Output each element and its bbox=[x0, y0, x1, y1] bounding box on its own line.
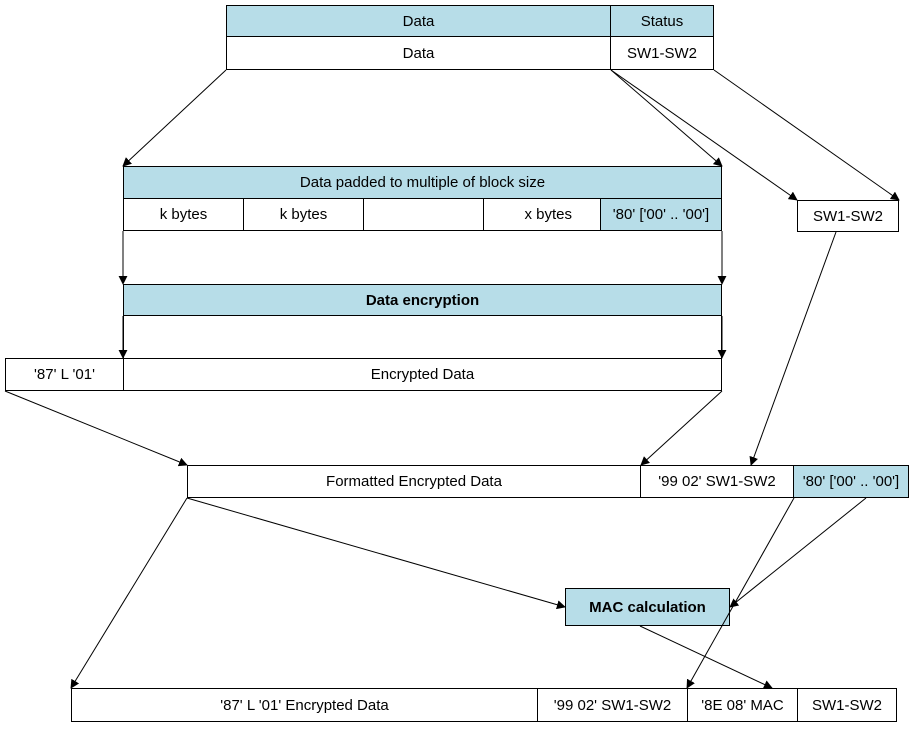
final-mac: '8E 08' MAC bbox=[687, 688, 798, 722]
final-status-object: '99 02' SW1-SW2 bbox=[537, 688, 688, 722]
arrow-status-copy-to-formatted bbox=[749, 231, 837, 466]
arrow-formatted-to-final bbox=[70, 497, 188, 689]
response-data-header: Data bbox=[226, 5, 611, 37]
arrow-mac-to-final bbox=[639, 625, 773, 689]
data-encryption-body bbox=[123, 315, 722, 359]
response-data-cell: Data bbox=[226, 36, 611, 70]
arrow-formatted-to-mac bbox=[186, 497, 566, 610]
formatted-encrypted-data: Formatted Encrypted Data bbox=[187, 465, 641, 498]
padded-block-x: x bytes bbox=[483, 198, 601, 231]
padded-block-3 bbox=[363, 198, 484, 231]
arrow-encrypted-to-formatted-left bbox=[4, 390, 188, 467]
status-copy: SW1-SW2 bbox=[797, 200, 899, 232]
padding-bytes: '80' ['00' .. '00'] bbox=[600, 198, 722, 231]
padded-data-header: Data padded to multiple of block size bbox=[123, 166, 722, 199]
formatted-padding: '80' ['00' .. '00'] bbox=[793, 465, 909, 498]
final-status: SW1-SW2 bbox=[797, 688, 897, 722]
arrow-padding-to-mac bbox=[729, 497, 867, 608]
padded-block-1: k bytes bbox=[123, 198, 244, 231]
arrow-encrypted-to-formatted-right bbox=[640, 390, 723, 466]
encrypted-tag: '87' L '01' bbox=[5, 358, 124, 391]
arrow-status-to-copy-right bbox=[713, 69, 900, 201]
data-encryption-label: Data encryption bbox=[123, 284, 722, 316]
response-status-header: Status bbox=[610, 5, 714, 37]
mac-calculation-label: MAC calculation bbox=[565, 588, 730, 626]
arrow-data-to-padded-left bbox=[122, 69, 227, 167]
response-status-cell: SW1-SW2 bbox=[610, 36, 714, 70]
final-encrypted-data: '87' L '01' Encrypted Data bbox=[71, 688, 538, 722]
arrow-data-to-padded-right bbox=[610, 69, 723, 167]
padded-block-2: k bytes bbox=[243, 198, 364, 231]
encrypted-data: Encrypted Data bbox=[123, 358, 722, 391]
formatted-status-object: '99 02' SW1-SW2 bbox=[640, 465, 794, 498]
